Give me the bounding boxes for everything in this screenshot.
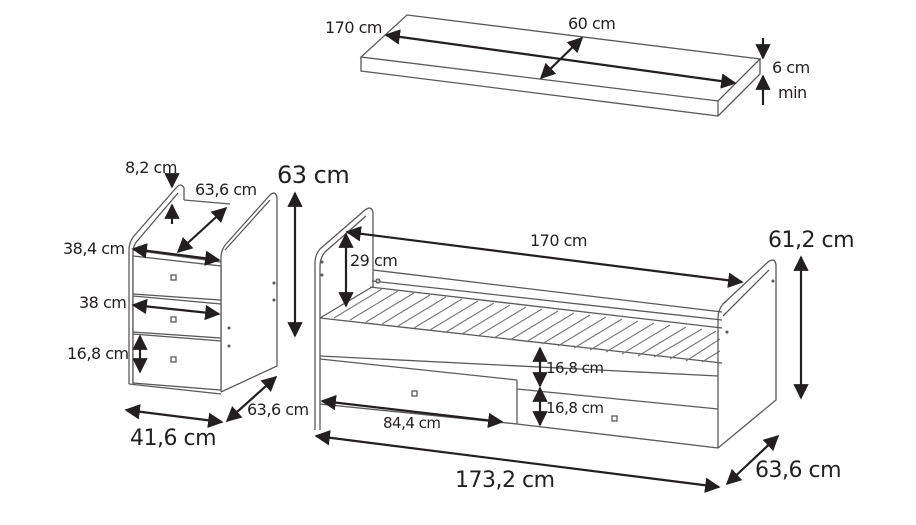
bed-rail-height-label: 29 cm [350,251,398,270]
bed-drawer-width-label: 84,4 cm [383,414,441,432]
bed-depth-label: 63,6 cm [755,458,842,483]
cabinet-backrest-height-label: 8,2 cm [125,158,177,177]
bed-total-length-label: 173,2 cm [455,468,555,493]
mattress-dimension-arrows [384,29,771,105]
cabinet-drawing [128,184,278,395]
bed-upper-drawer-height-label: 16,8 cm [546,359,604,377]
cabinet-bottom-drawer-height-label: 16,8 cm [67,344,129,363]
bed-total-height-label: 61,2 cm [768,228,855,253]
mattress-length-label: 170 cm [325,18,383,37]
bed-sleeping-length-label: 170 cm [530,231,588,250]
cabinet-top-drawer-width-label: 38,4 cm [63,239,125,258]
bed-lower-drawer-height-label: 16,8 cm [546,399,604,417]
mattress-width-label: 60 cm [568,14,616,33]
cabinet-base-width-label: 41,6 cm [130,426,217,451]
cabinet-base-depth-label: 63,6 cm [247,400,309,419]
cabinet-dimension-arrows [124,173,303,428]
mattress-drawing [359,14,762,117]
cabinet-total-height-label: 63 cm [277,161,350,189]
mattress-height-label: 6 cm [772,58,810,77]
cabinet-top-depth-label: 63,6 cm [195,180,257,199]
mattress-height-note: min [778,83,807,102]
bed-dimension-arrows [314,226,809,493]
cabinet-middle-drawer-width-label: 38 cm [79,293,127,312]
